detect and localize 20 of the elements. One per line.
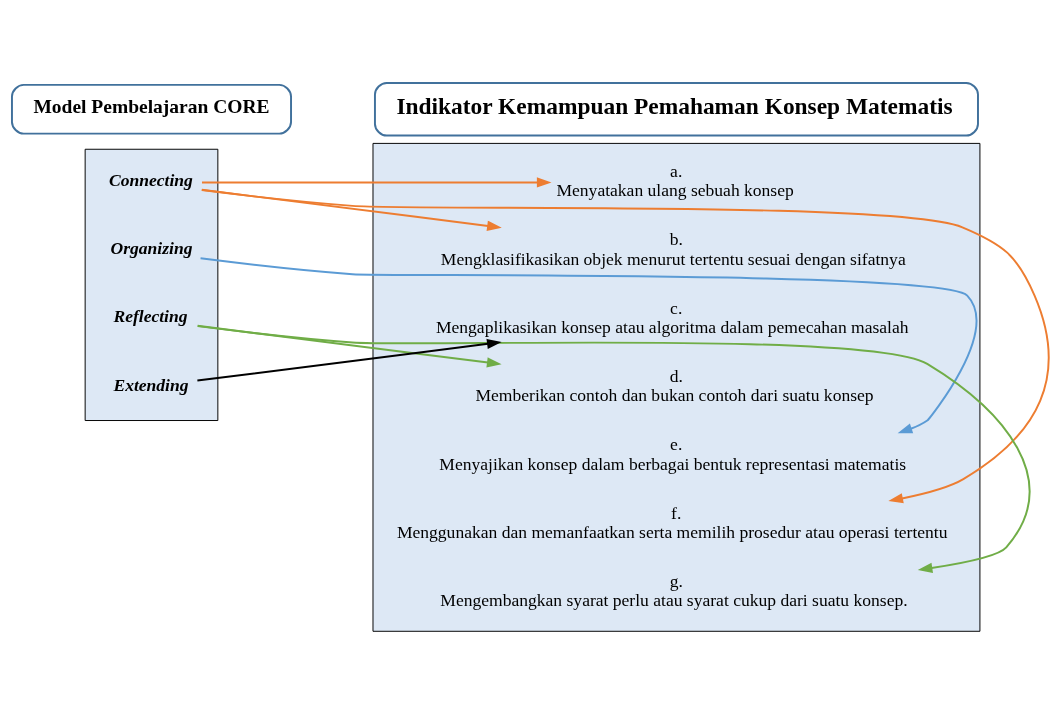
node-text: Organizing: [110, 238, 193, 259]
node-box: Model Pembelajaran CORE: [11, 83, 292, 135]
node-text: Connecting: [109, 169, 193, 190]
arrow: [201, 177, 552, 188]
arrow: [199, 257, 978, 434]
node-text: g. Mengembangkan syarat perlu atau syarat cukup dari suatu konsep.: [440, 570, 908, 611]
node-text: Extending: [113, 374, 189, 395]
node-text: e. Menyajikan konsep dalam berbagai bentuk representasi matematis: [439, 434, 907, 474]
node-text: f. Menggunakan dan memanfaatkan serta memilih prosedur atau operasi tertentu: [396, 502, 948, 543]
node-text: c. Mengaplikasikan konsep atau algoritma dalam pemecahan masalah: [435, 297, 909, 338]
node-box: Indikator Kemampuan Pemahaman Konsep Matematis: [373, 81, 979, 137]
cluster: [372, 142, 981, 632]
cluster: [84, 148, 219, 421]
node-text: a. Menyatakan ulang sebuah konsep: [556, 160, 794, 201]
arrow: [196, 325, 1031, 573]
arrow: [200, 189, 1050, 504]
arrow: [196, 338, 502, 382]
node-text: d. Memberikan contoh dan bukan contoh dari suatu konsep: [475, 365, 874, 406]
node-text: b. Mengklasifikasikan objek menurut tertentu sesuai dengan sifatnya: [440, 229, 906, 269]
node-text: Reflecting: [113, 306, 188, 327]
